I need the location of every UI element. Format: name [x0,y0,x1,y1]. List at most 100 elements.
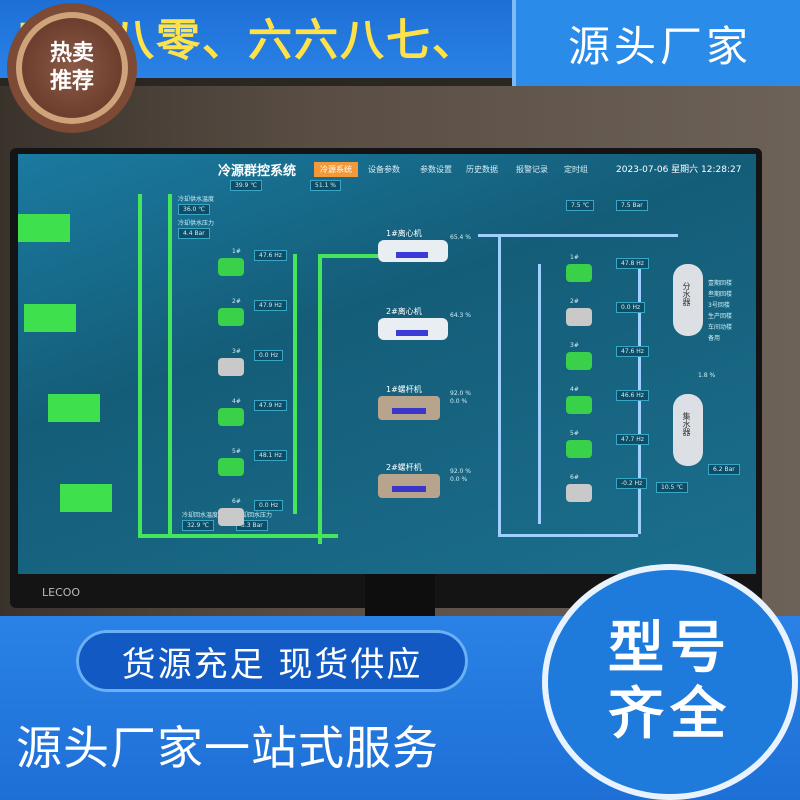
chilled-pump-name: 4# [570,386,579,393]
chilled-supply-press: 7.5 Bar [616,200,648,211]
chilled-pump-hz: 0.0 Hz [616,302,646,313]
screen-title: 冷源群控系统 [218,164,297,179]
chiller-coil [392,408,426,414]
photo-background: LECOO 冷源群控系统 冷源系统 设备参数 参数设置 历史数据 报警记录 定时组 202… [0,86,800,716]
branch-label: 备用 [708,335,721,342]
branch-label: 车间动楼 [708,324,733,331]
cooling-tower-1 [18,214,70,242]
stock-pill-text: 货源充足 现货供应 [121,644,423,685]
outdoor-temp: 39.9 ℃ [230,180,263,191]
cooling-pump-name: 5# [232,448,241,455]
tab-1[interactable]: 设备参数 [368,165,400,174]
cooling-pump-1[interactable] [218,258,244,276]
monitor-logo: LECOO [42,586,81,599]
chilled-pump-hz: 47.7 Hz [616,434,649,445]
chiller-load-2: 0.0 % [450,398,468,405]
chiller-name: 1#螺杆机 [386,385,422,394]
date-time: 2023-07-06 星期六 12:28:27 [616,165,742,175]
cooling-pump-hz: 47.9 Hz [254,400,287,411]
tab-5[interactable]: 定时组 [564,165,588,174]
cooling-pipe-bottom [138,534,338,538]
cooling-in-temp-label: 冷却供水温度 [178,196,215,203]
chilled-pump-6[interactable] [566,484,592,502]
cooling-out-press-label: 冷却回水压力 [236,512,273,519]
chiller-coil [396,252,428,258]
cooling-pipe-header [318,254,322,544]
cooling-pipe-main-left [138,194,142,534]
tab-2[interactable]: 参数设置 [420,165,452,174]
chilled-pipe-left [498,234,501,534]
chilled-pump-hz: 47.8 Hz [616,258,649,269]
cooling-pump-2[interactable] [218,308,244,326]
chiller-3[interactable] [378,396,440,420]
cooling-tower-2 [24,304,76,332]
cooling-pump-5[interactable] [218,458,244,476]
chiller-load: 65.4 % [450,234,471,241]
hot-sale-badge: 热卖 推荐 [16,12,128,124]
circle-line-1: 型号 [608,616,732,681]
cooling-pump-name: 4# [232,398,241,405]
chilled-pump-3[interactable] [566,352,592,370]
chilled-return-temp: 10.5 ℃ [656,482,689,493]
chilled-pump-name: 2# [570,298,579,305]
cooling-pump-name: 6# [232,498,241,505]
chiller-2[interactable] [378,318,448,340]
outdoor-humidity: 51.1 % [310,180,341,191]
supply-header-tank: 分水器 [673,264,703,336]
brand-text: 源头厂家 [567,21,752,71]
cooling-out-temp: 32.9 ℃ [182,520,215,531]
chilled-pump-name: 5# [570,430,579,437]
chiller-load-2: 0.0 % [450,476,468,483]
supply-header-label: 分水器 [682,282,691,306]
stock-pill: 货源充足 现货供应 [76,630,468,692]
chilled-supply-temp: 7.5 ℃ [566,200,595,211]
branch-label: 叁期回楼 [708,291,733,298]
chiller-load: 92.0 % [450,468,471,475]
chilled-pipe-bottom [498,534,638,537]
chiller-name: 1#离心机 [386,229,422,238]
branch-label: 壹期回楼 [708,280,733,287]
circle-line-2: 齐全 [608,682,732,747]
cooling-tower-3 [48,394,100,422]
models-circle: 型号 齐全 [548,570,792,794]
chiller-1[interactable] [378,240,448,262]
badge-line-2: 推荐 [49,69,94,94]
cooling-pipe-top [318,254,378,258]
chilled-return-press: 6.2 Bar [708,464,740,475]
cooling-in-temp: 36.0 ℃ [178,204,211,215]
branch-label: 生产回楼 [708,313,733,320]
chilled-pipe-mid [538,264,541,524]
chilled-pump-1[interactable] [566,264,592,282]
tab-3[interactable]: 历史数据 [466,165,498,174]
chiller-4[interactable] [378,474,440,498]
cooling-pump-name: 1# [232,248,241,255]
tab-4[interactable]: 报警记录 [516,165,548,174]
chilled-pipe-top [478,234,678,237]
cooling-pump-hz: 0.0 Hz [254,350,284,361]
chilled-pump-name: 6# [570,474,579,481]
cooling-pump-4[interactable] [218,408,244,426]
bypass-value: 1.8 % [698,372,716,379]
return-header-label: 集水器 [682,412,691,436]
cooling-pump-name: 3# [232,348,241,355]
cooling-in-press-label: 冷却供水压力 [178,220,215,227]
cooling-pump-hz: 47.9 Hz [254,300,287,311]
cooling-in-press: 4.4 Bar [178,228,210,239]
cooling-pump-name: 2# [232,298,241,305]
chiller-coil [392,486,426,492]
chilled-pump-2[interactable] [566,308,592,326]
chilled-pump-4[interactable] [566,396,592,414]
chiller-name: 2#螺杆机 [386,463,422,472]
chiller-coil [396,330,428,336]
chilled-pump-5[interactable] [566,440,592,458]
cooling-pump-6[interactable] [218,508,244,526]
chiller-load: 92.0 % [450,390,471,397]
chilled-pump-name: 1# [570,254,579,261]
cooling-out-temp-label: 冷却回水温度 [182,512,219,519]
chiller-name: 2#离心机 [386,307,422,316]
cooling-pump-3[interactable] [218,358,244,376]
branch-label: 3号回楼 [708,302,730,309]
chilled-pump-name: 3# [570,342,579,349]
tab-0[interactable]: 冷源系统 [314,162,358,177]
badge-line-1: 热卖 [49,41,94,66]
